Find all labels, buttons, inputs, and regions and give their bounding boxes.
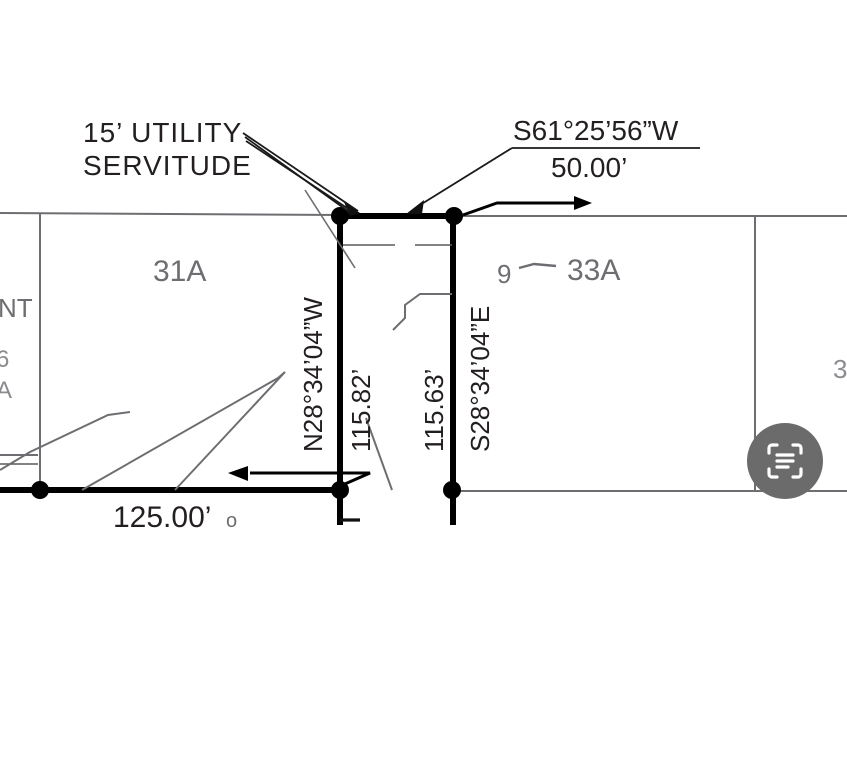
monument-dot-northeast xyxy=(445,207,463,225)
label-parcel-31a: 31A xyxy=(153,255,206,288)
label-edge-left-top: NT xyxy=(0,293,33,323)
leader-arrowhead-servitude-a xyxy=(344,202,360,216)
boundary-line-top-left xyxy=(0,212,341,216)
label-parcel-33a: 33A xyxy=(567,254,620,287)
pointer-arrowhead-left xyxy=(228,466,248,481)
pointer-arrowhead-right xyxy=(574,196,592,210)
text-scan-button[interactable] xyxy=(747,423,823,499)
label-utility-servitude-line2: SERVITUDE xyxy=(83,150,252,181)
leader-line-servitude-crossing xyxy=(304,189,356,269)
leader-arrowhead-north-bearing xyxy=(406,200,424,214)
label-edge-left-mid: 6 xyxy=(0,346,9,373)
monument-dot-southeast xyxy=(443,481,461,499)
label-south-distance-mark: o xyxy=(226,510,237,532)
interior-leader-diagonal-left-2 xyxy=(174,371,286,491)
label-north-distance: 50.00’ xyxy=(551,152,627,183)
label-utility-servitude-line1: 15’ UTILITY xyxy=(83,117,242,148)
leader-line-north-bearing xyxy=(419,147,513,206)
label-west-distance: 115.82’ xyxy=(346,369,376,452)
pointer-line-left xyxy=(250,471,371,489)
interior-leader-east-offset xyxy=(392,293,452,331)
leader-line-servitude-a xyxy=(242,132,359,212)
label-west-bearing: N28°34’04”W xyxy=(298,297,328,452)
label-parcel-prefix-9: 9 xyxy=(497,259,511,289)
label-edge-left-bottom: A xyxy=(0,377,12,404)
monument-dot-southwest-far xyxy=(31,481,49,499)
connector-dash-33a xyxy=(518,262,557,270)
interior-leader-diagonal-mid xyxy=(365,417,393,491)
interior-leader-left-curve xyxy=(0,411,131,471)
leader-line-servitude-b xyxy=(245,140,351,211)
label-north-bearing: S61°25’56”W xyxy=(513,115,679,146)
pointer-line-right xyxy=(462,201,580,217)
label-south-distance: 125.00’ xyxy=(113,501,211,534)
label-east-distance: 115.63’ xyxy=(419,369,449,452)
monument-dot-northwest xyxy=(331,207,349,225)
label-east-bearing: S28°34’04”E xyxy=(465,306,495,452)
label-edge-right: 3 xyxy=(833,354,847,384)
text-scan-icon xyxy=(767,443,803,479)
